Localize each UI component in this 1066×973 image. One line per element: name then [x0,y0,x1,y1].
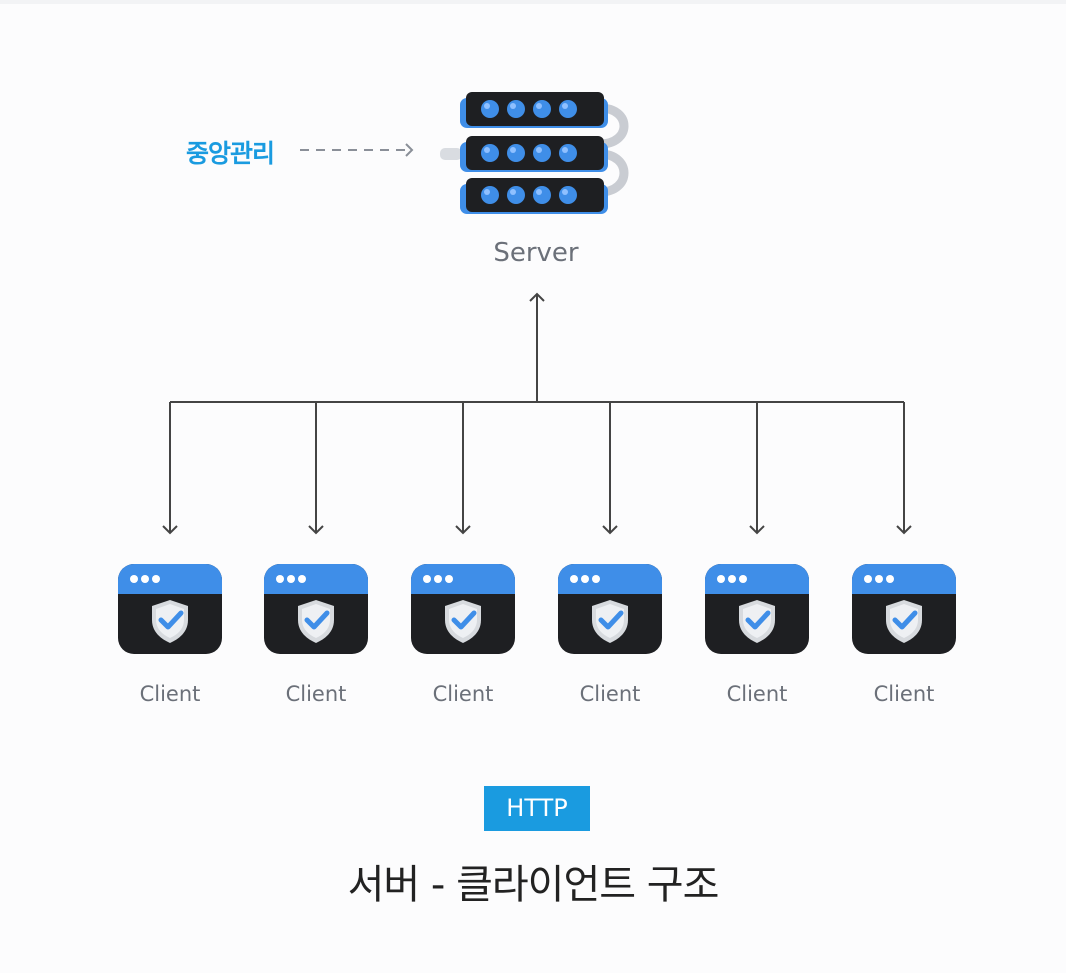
client-node: Client [829,558,979,706]
client-node: Client [95,558,245,706]
browser-shield-check-icon [264,564,368,654]
central-management-label: 중앙관리 [186,139,275,168]
client-node: Client [388,558,538,706]
client-label: Client [285,682,347,706]
browser-shield-check-icon [118,564,222,654]
client-node: Client [682,558,832,706]
browser-shield-check-icon [705,564,809,654]
client-label: Client [726,682,788,706]
client-node: Client [535,558,685,706]
diagram-title: 서버 - 클라이언트 구조 [347,862,720,908]
client-label: Client [873,682,935,706]
protocol-badge: HTTP [484,786,590,831]
top-divider [0,0,1066,4]
browser-shield-check-icon [411,564,515,654]
client-label: Client [579,682,641,706]
browser-shield-check-icon [852,564,956,654]
server-rack-icon [440,92,629,214]
browser-shield-check-icon [558,564,662,654]
client-label: Client [432,682,494,706]
server-label: Server [493,238,579,268]
client-label: Client [139,682,201,706]
client-node: Client [241,558,391,706]
